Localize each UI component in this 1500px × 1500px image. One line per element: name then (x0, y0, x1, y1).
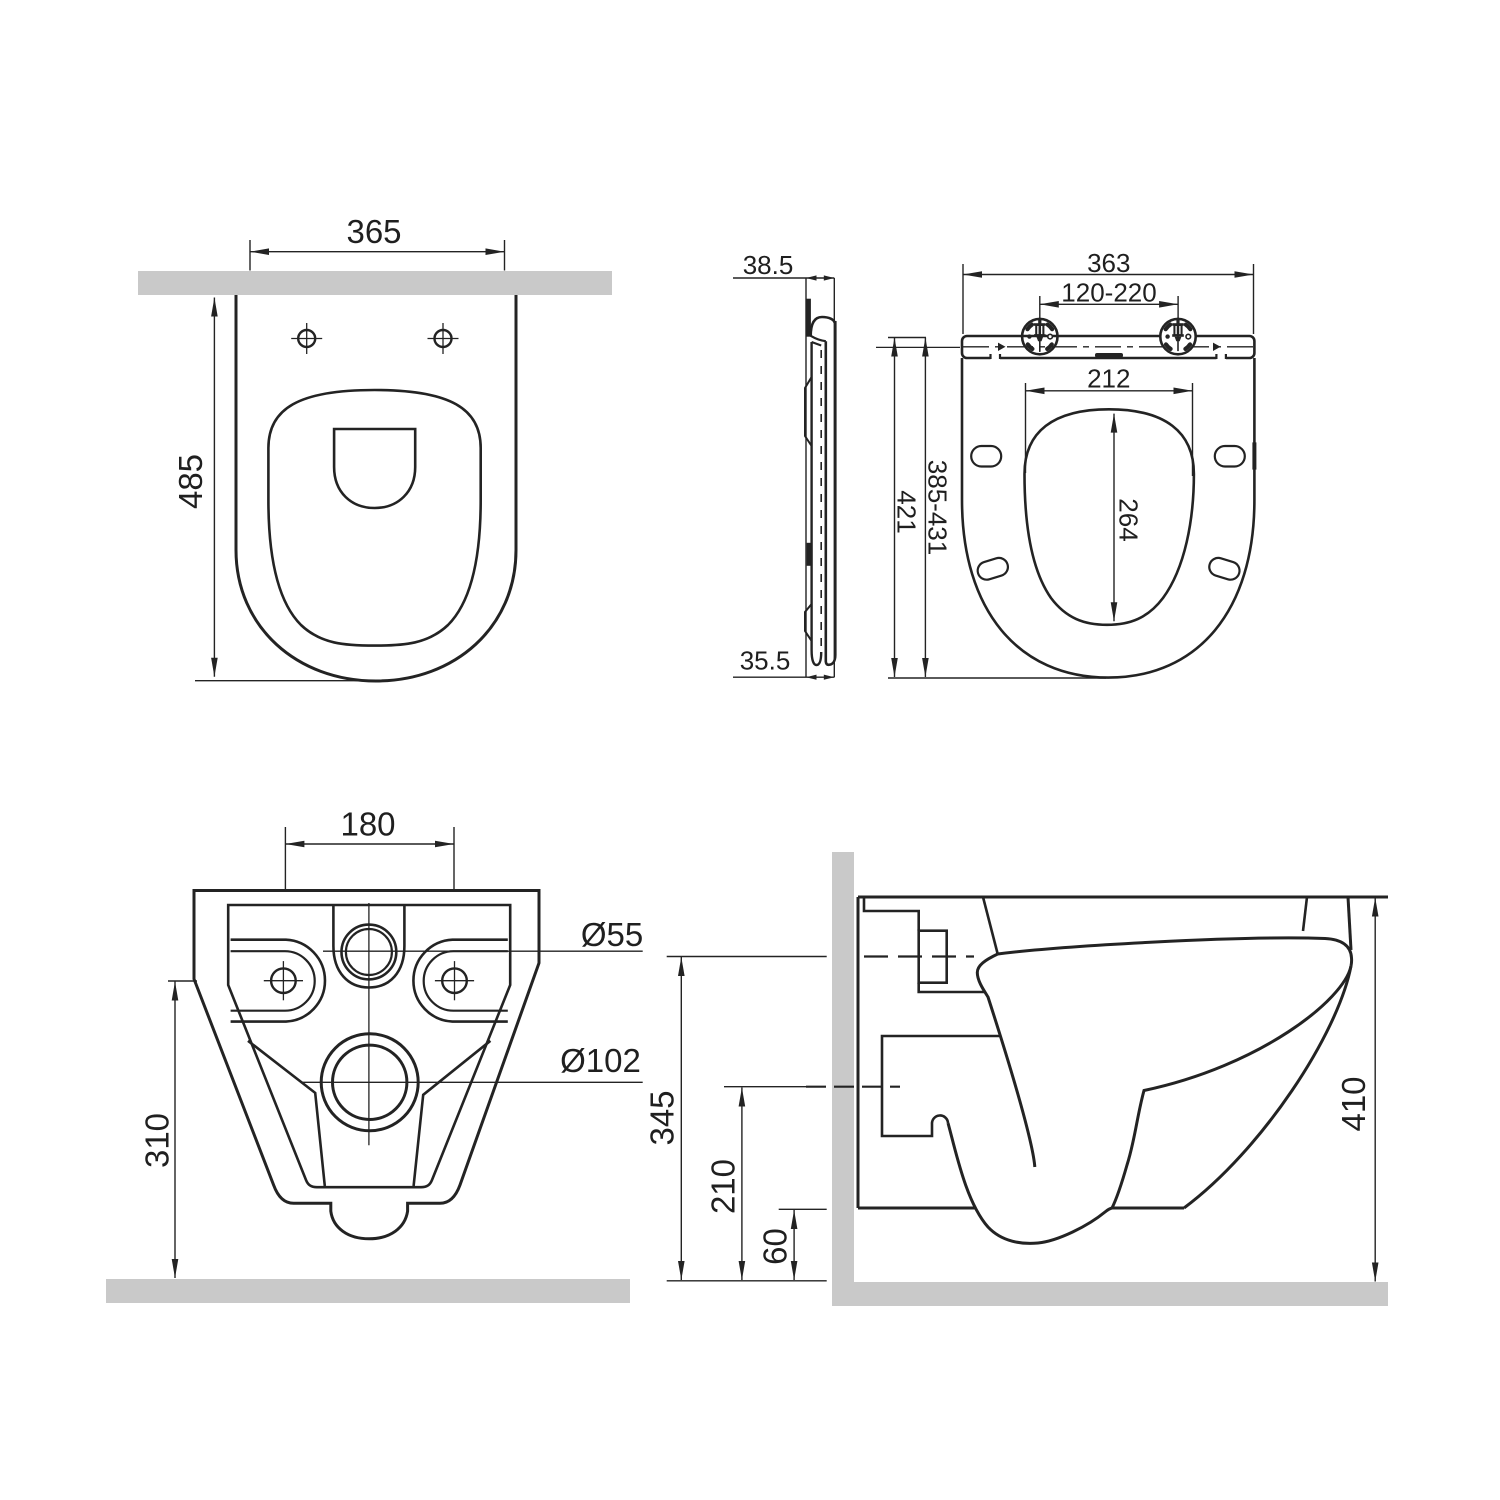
svg-text:180: 180 (340, 806, 395, 843)
svg-text:120-220: 120-220 (1061, 278, 1156, 308)
svg-text:Ø55: Ø55 (581, 916, 643, 953)
svg-text:363: 363 (1087, 248, 1130, 278)
svg-text:421: 421 (892, 490, 922, 533)
svg-text:385-431: 385-431 (922, 460, 952, 555)
svg-text:310: 310 (139, 1113, 176, 1168)
svg-text:345: 345 (643, 1090, 680, 1145)
svg-text:Ø102: Ø102 (560, 1042, 641, 1079)
svg-text:212: 212 (1087, 364, 1130, 394)
svg-text:35.5: 35.5 (740, 646, 791, 676)
svg-text:410: 410 (1335, 1076, 1372, 1131)
svg-text:365: 365 (346, 213, 401, 250)
svg-text:210: 210 (705, 1159, 742, 1214)
svg-text:264: 264 (1114, 498, 1144, 541)
svg-text:485: 485 (172, 454, 209, 509)
svg-text:60: 60 (757, 1228, 794, 1265)
svg-text:38.5: 38.5 (743, 250, 794, 280)
